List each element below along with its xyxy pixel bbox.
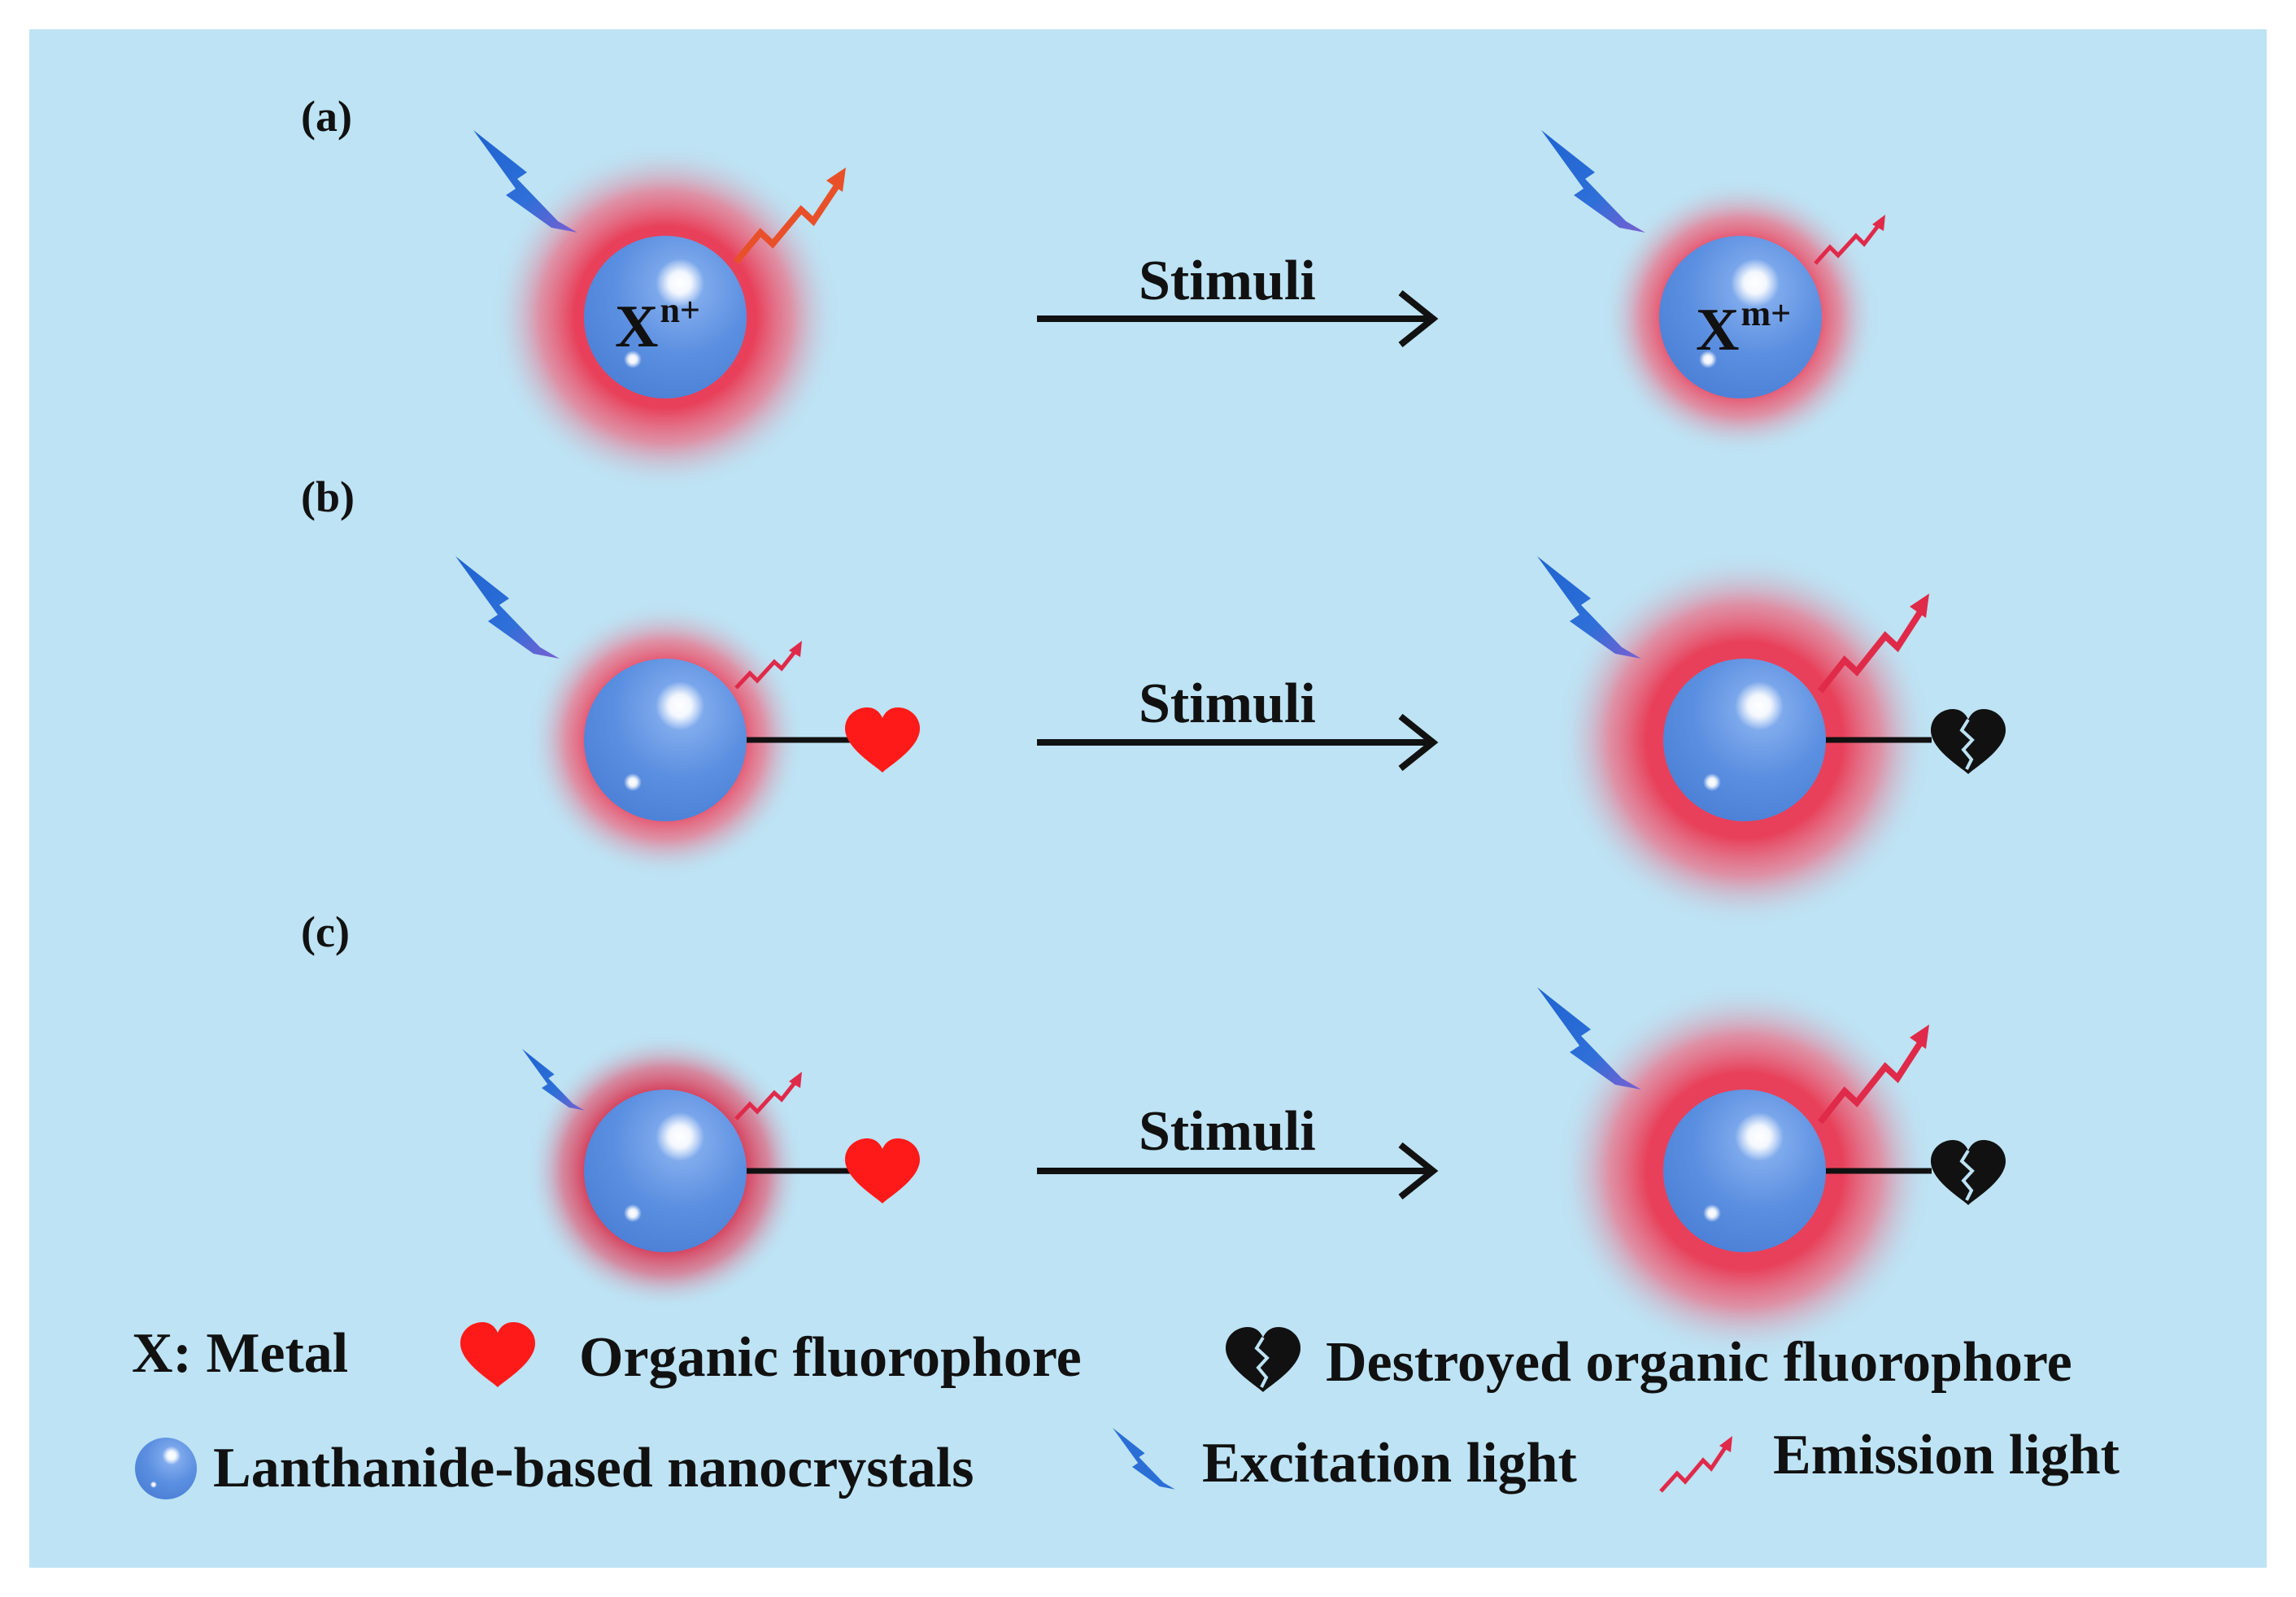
legend-excitation-light-icon	[1113, 1428, 1175, 1490]
nanocrystal-sphere	[1663, 1090, 1826, 1252]
legend-emission-light: Emission light	[1773, 1424, 2120, 1486]
ion-symbol: X	[615, 294, 659, 360]
panel-c-after	[1537, 982, 2006, 1360]
stimuli-arrow-a	[1037, 289, 1439, 348]
ion-symbol: X	[1696, 297, 1740, 363]
ion-charge: m+	[1741, 294, 1792, 333]
legend-emission-light-icon	[1659, 1436, 1732, 1493]
legend-excitation-light: Excitation light	[1202, 1432, 1577, 1495]
emission-light-icon	[1817, 606, 1926, 694]
nanocrystal-sphere	[1663, 659, 1826, 821]
destroyed-fluorophore-broken-heart-icon	[1931, 709, 2006, 774]
panel-c-before	[522, 1033, 920, 1309]
nanocrystal-sphere	[584, 1090, 747, 1252]
legend-destroyed-fluorophore: Destroyed organic fluorophore	[1326, 1331, 2072, 1394]
metal-ion-label-before: Xn+	[615, 290, 700, 360]
ion-charge: n+	[660, 290, 700, 330]
emission-light-icon	[1817, 1037, 1926, 1125]
stimuli-arrow-c	[1037, 1142, 1439, 1200]
panel-a-after	[1541, 130, 1885, 455]
legend-organic-fluorophore: Organic fluorophore	[579, 1326, 1082, 1389]
legend-heart-icon	[460, 1322, 535, 1387]
legend-metal: X: Metal	[132, 1322, 349, 1385]
panel-label-b: (b)	[301, 472, 355, 521]
legend-broken-heart-icon	[1226, 1327, 1300, 1392]
panel-a-before	[473, 130, 846, 492]
metal-ion-label-after: Xm+	[1696, 294, 1792, 363]
organic-fluorophore-heart-icon	[845, 707, 920, 772]
emission-light-icon	[734, 647, 799, 690]
excitation-light-icon	[455, 556, 560, 659]
legend-nanocrystal-icon	[135, 1438, 197, 1499]
destroyed-fluorophore-broken-heart-icon	[1931, 1140, 2006, 1205]
emission-light-icon	[1814, 221, 1882, 265]
stimuli-label-b: Stimuli	[1139, 672, 1316, 735]
legend-nanocrystals: Lanthanide-based nanocrystals	[213, 1437, 974, 1499]
stimuli-arrow-b	[1037, 713, 1439, 772]
excitation-light-icon	[1541, 130, 1645, 233]
panel-b-after	[1537, 551, 2006, 929]
emission-light-icon	[733, 180, 843, 264]
emission-light-icon	[734, 1078, 799, 1121]
panel-b-before	[455, 556, 920, 878]
panel-label-a: (a)	[301, 92, 352, 141]
stimuli-label-c: Stimuli	[1139, 1100, 1316, 1163]
panel-label-c: (c)	[301, 907, 350, 956]
stimuli-label-a: Stimuli	[1139, 250, 1316, 312]
organic-fluorophore-heart-icon	[845, 1138, 920, 1203]
nanocrystal-sphere	[584, 659, 747, 821]
